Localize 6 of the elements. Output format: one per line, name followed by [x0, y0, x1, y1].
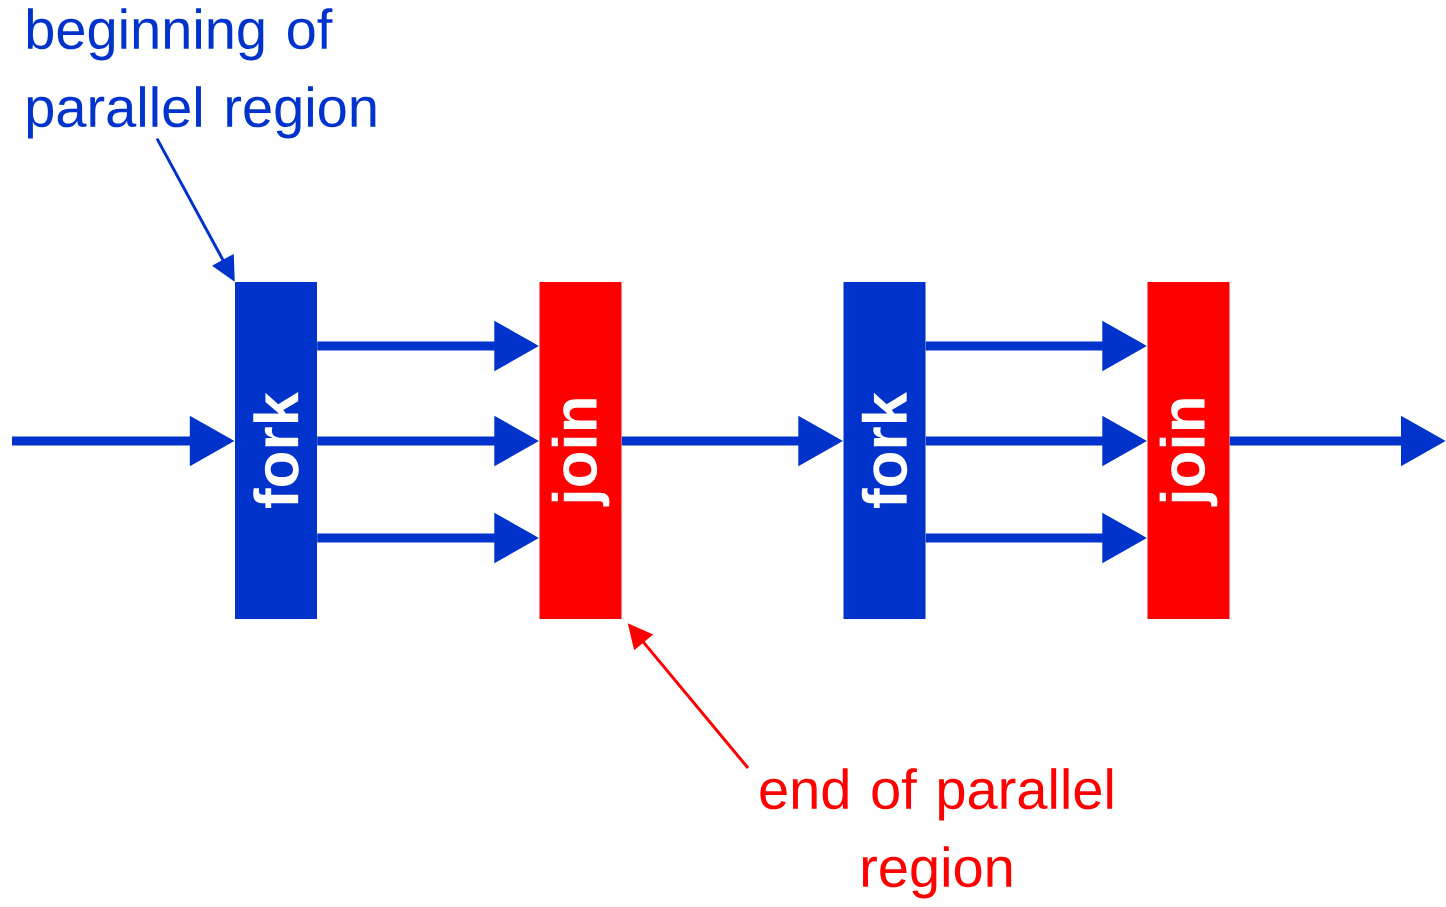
bar-with-label: fork: [843, 282, 926, 619]
annotation-text: beginning of parallel region: [27, 8, 376, 139]
bar-with-label: join: [539, 282, 622, 619]
annotation-text: end of parallel region: [760, 768, 1113, 899]
bar-with-label: fork: [235, 282, 317, 619]
bar-with-label: join: [1147, 282, 1230, 619]
